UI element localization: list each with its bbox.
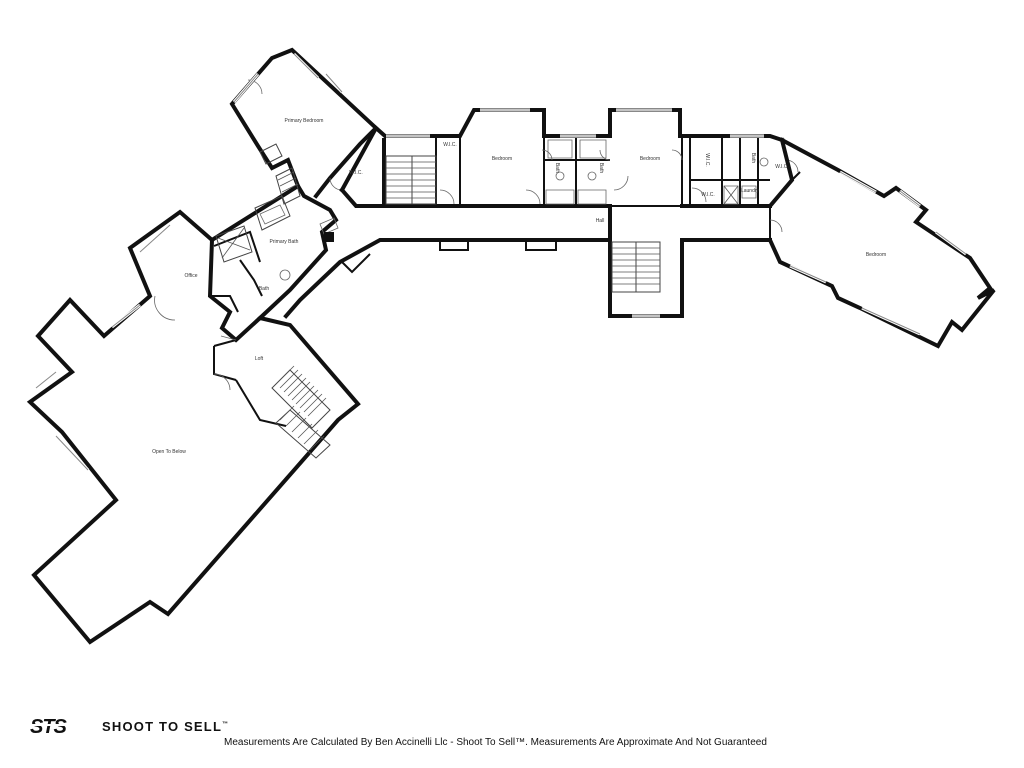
label-bedroom-3: Bedroom [640, 156, 660, 162]
label-bath-left: Bath [554, 163, 560, 174]
shoot-to-sell-logo: STS SHOOT TO SELL™ [30, 716, 229, 736]
label-wic-hall-left: W.I.C. [443, 142, 457, 148]
label-primary-bath: Primary Bath [270, 239, 299, 245]
label-bedroom-2: Bedroom [492, 156, 512, 162]
primary-suite [209, 47, 379, 321]
floor-plan: Primary Bedroom W.I.C. W.I.C. Bedroom Ba… [26, 47, 996, 645]
measurement-disclaimer: Measurements Are Calculated By Ben Accin… [224, 737, 767, 748]
label-wic-primary: W.I.C. [349, 170, 363, 176]
label-primary-bedroom: Primary Bedroom [285, 118, 324, 124]
label-open-to-below: Open To Below [152, 449, 186, 455]
brand-name: SHOOT TO SELL™ [102, 718, 230, 734]
stairs-lower [271, 365, 331, 459]
label-wic-3: W.I.C. [704, 153, 710, 167]
stairs-upper [385, 155, 661, 293]
label-wic-lower: W.I.C. [701, 192, 715, 198]
sts-logo-mark: STS [30, 716, 92, 736]
upper-wing [283, 108, 799, 319]
label-hall: Hall [596, 218, 605, 224]
label-bath-3: Bath [750, 153, 756, 164]
label-wic-bedroom-4: W.I.C. [775, 164, 789, 170]
right-bedroom-wing [767, 137, 996, 349]
label-bath-right: Bath [598, 163, 604, 174]
label-laundry: Laundry [741, 188, 760, 194]
footer: STS SHOOT TO SELL™ Measurements Are Calc… [0, 700, 1024, 768]
label-bedroom-4: Bedroom [866, 252, 886, 258]
label-bath-small: Bath [259, 286, 270, 292]
label-loft: Loft [255, 356, 264, 362]
label-office: Office [185, 273, 198, 279]
open-to-below-area [26, 209, 361, 645]
